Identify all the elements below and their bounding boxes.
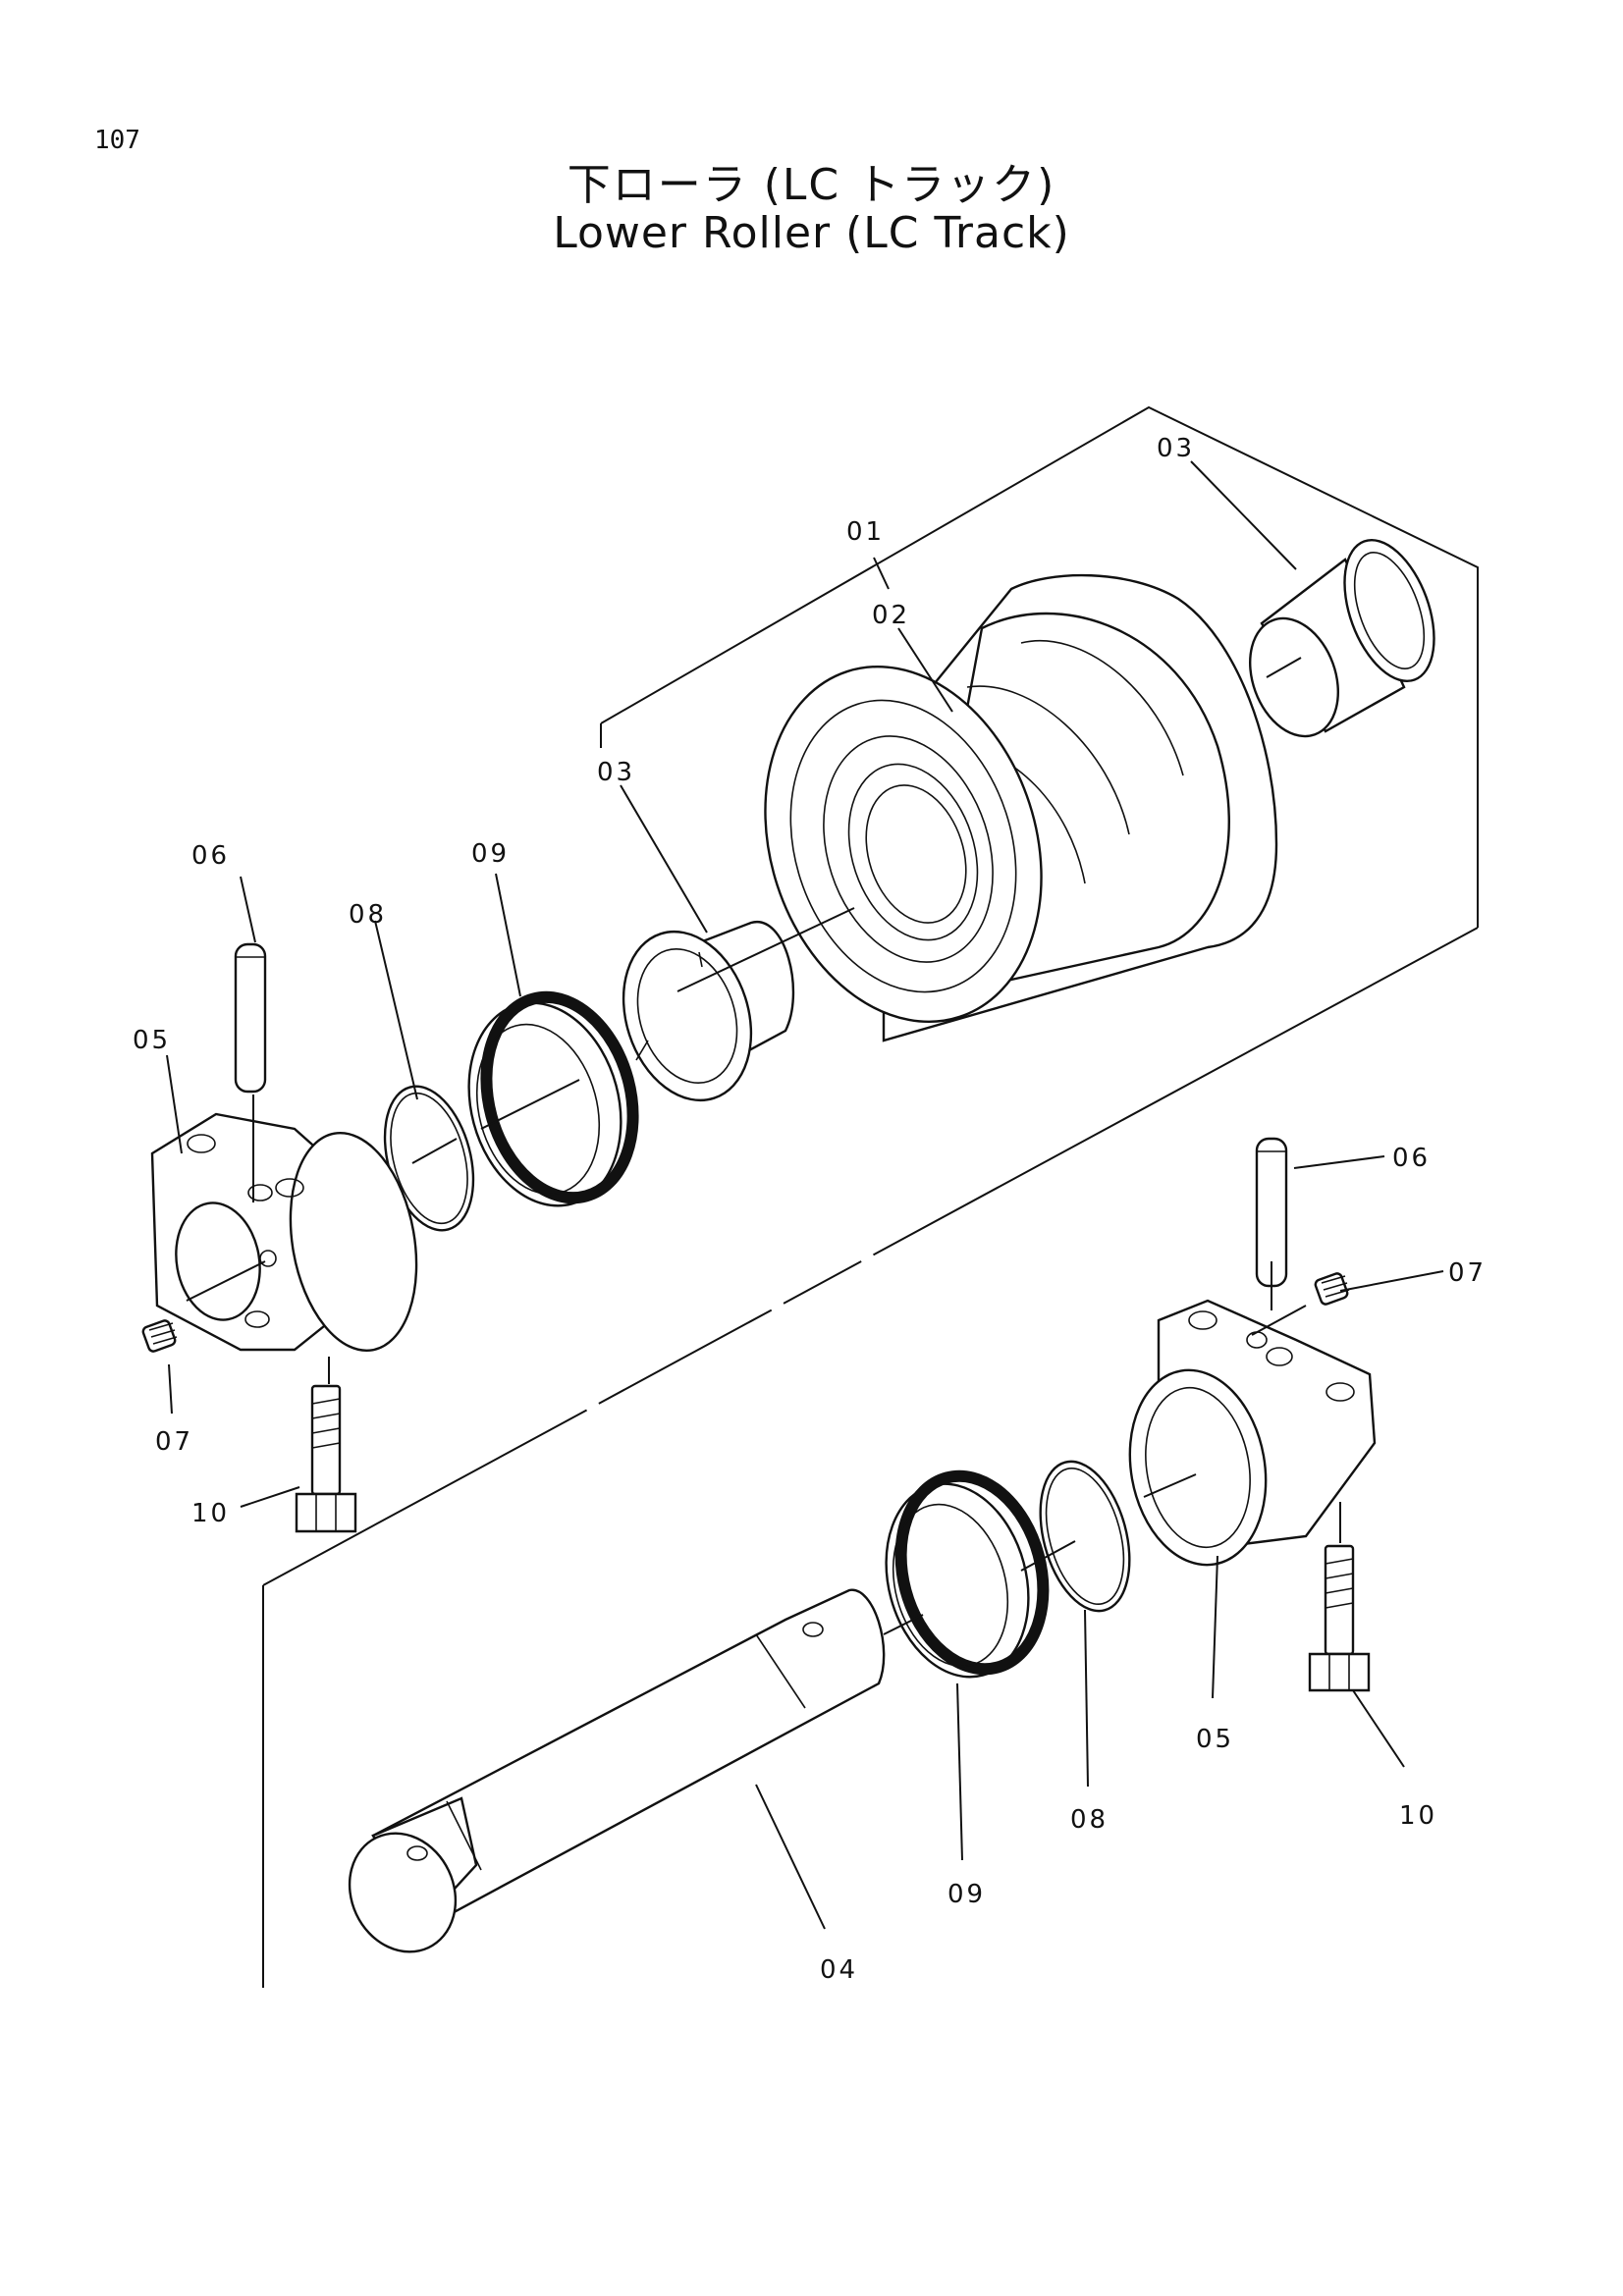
bushing-left xyxy=(622,921,795,1102)
callout-07-left: 07 xyxy=(155,1427,193,1457)
callout-01: 01 xyxy=(846,517,885,547)
pin-right xyxy=(1255,1137,1288,1288)
callout-06-right: 06 xyxy=(1392,1144,1431,1173)
callout-05-right: 05 xyxy=(1196,1725,1234,1754)
collar-left xyxy=(150,1112,418,1353)
assembly-frame-shaft xyxy=(262,569,1479,1988)
callout-09-left: 09 xyxy=(471,839,510,869)
leader-lines xyxy=(166,460,1444,1930)
callout-08-left: 08 xyxy=(349,900,387,930)
floating-seal-right xyxy=(885,1469,1050,1679)
callout-08-right: 08 xyxy=(1070,1805,1109,1835)
bushing-right xyxy=(1248,539,1435,738)
o-ring-right xyxy=(1039,1460,1131,1613)
shaft xyxy=(348,1588,886,1953)
set-screw-left xyxy=(141,1319,178,1353)
bolt-left xyxy=(295,1384,357,1533)
callout-02: 02 xyxy=(872,601,910,630)
collar-right xyxy=(1128,1299,1377,1567)
callout-05-left: 05 xyxy=(133,1026,171,1055)
set-screw-right xyxy=(1314,1272,1350,1306)
page-number: 107 xyxy=(94,126,140,155)
pin-left xyxy=(234,942,267,1094)
callout-labels: 01 02 03 03 06 09 08 05 07 10 06 07 05 1… xyxy=(133,434,1487,1985)
title-english: Lower Roller (LC Track) xyxy=(553,208,1070,258)
title-japanese: 下ローラ (LC トラック) xyxy=(567,160,1056,210)
floating-seal-left xyxy=(467,990,639,1207)
callout-03-top: 03 xyxy=(1157,434,1195,463)
callout-04: 04 xyxy=(820,1955,858,1985)
callout-10-right: 10 xyxy=(1399,1801,1437,1831)
callout-10-left: 10 xyxy=(191,1499,230,1528)
callout-07-right: 07 xyxy=(1448,1258,1487,1288)
callout-03-left: 03 xyxy=(597,758,635,787)
callout-09-right: 09 xyxy=(947,1880,986,1909)
bolt-right xyxy=(1308,1544,1371,1692)
roller-body xyxy=(764,573,1278,1042)
callout-06-left: 06 xyxy=(191,841,230,871)
o-ring-left xyxy=(383,1085,475,1232)
